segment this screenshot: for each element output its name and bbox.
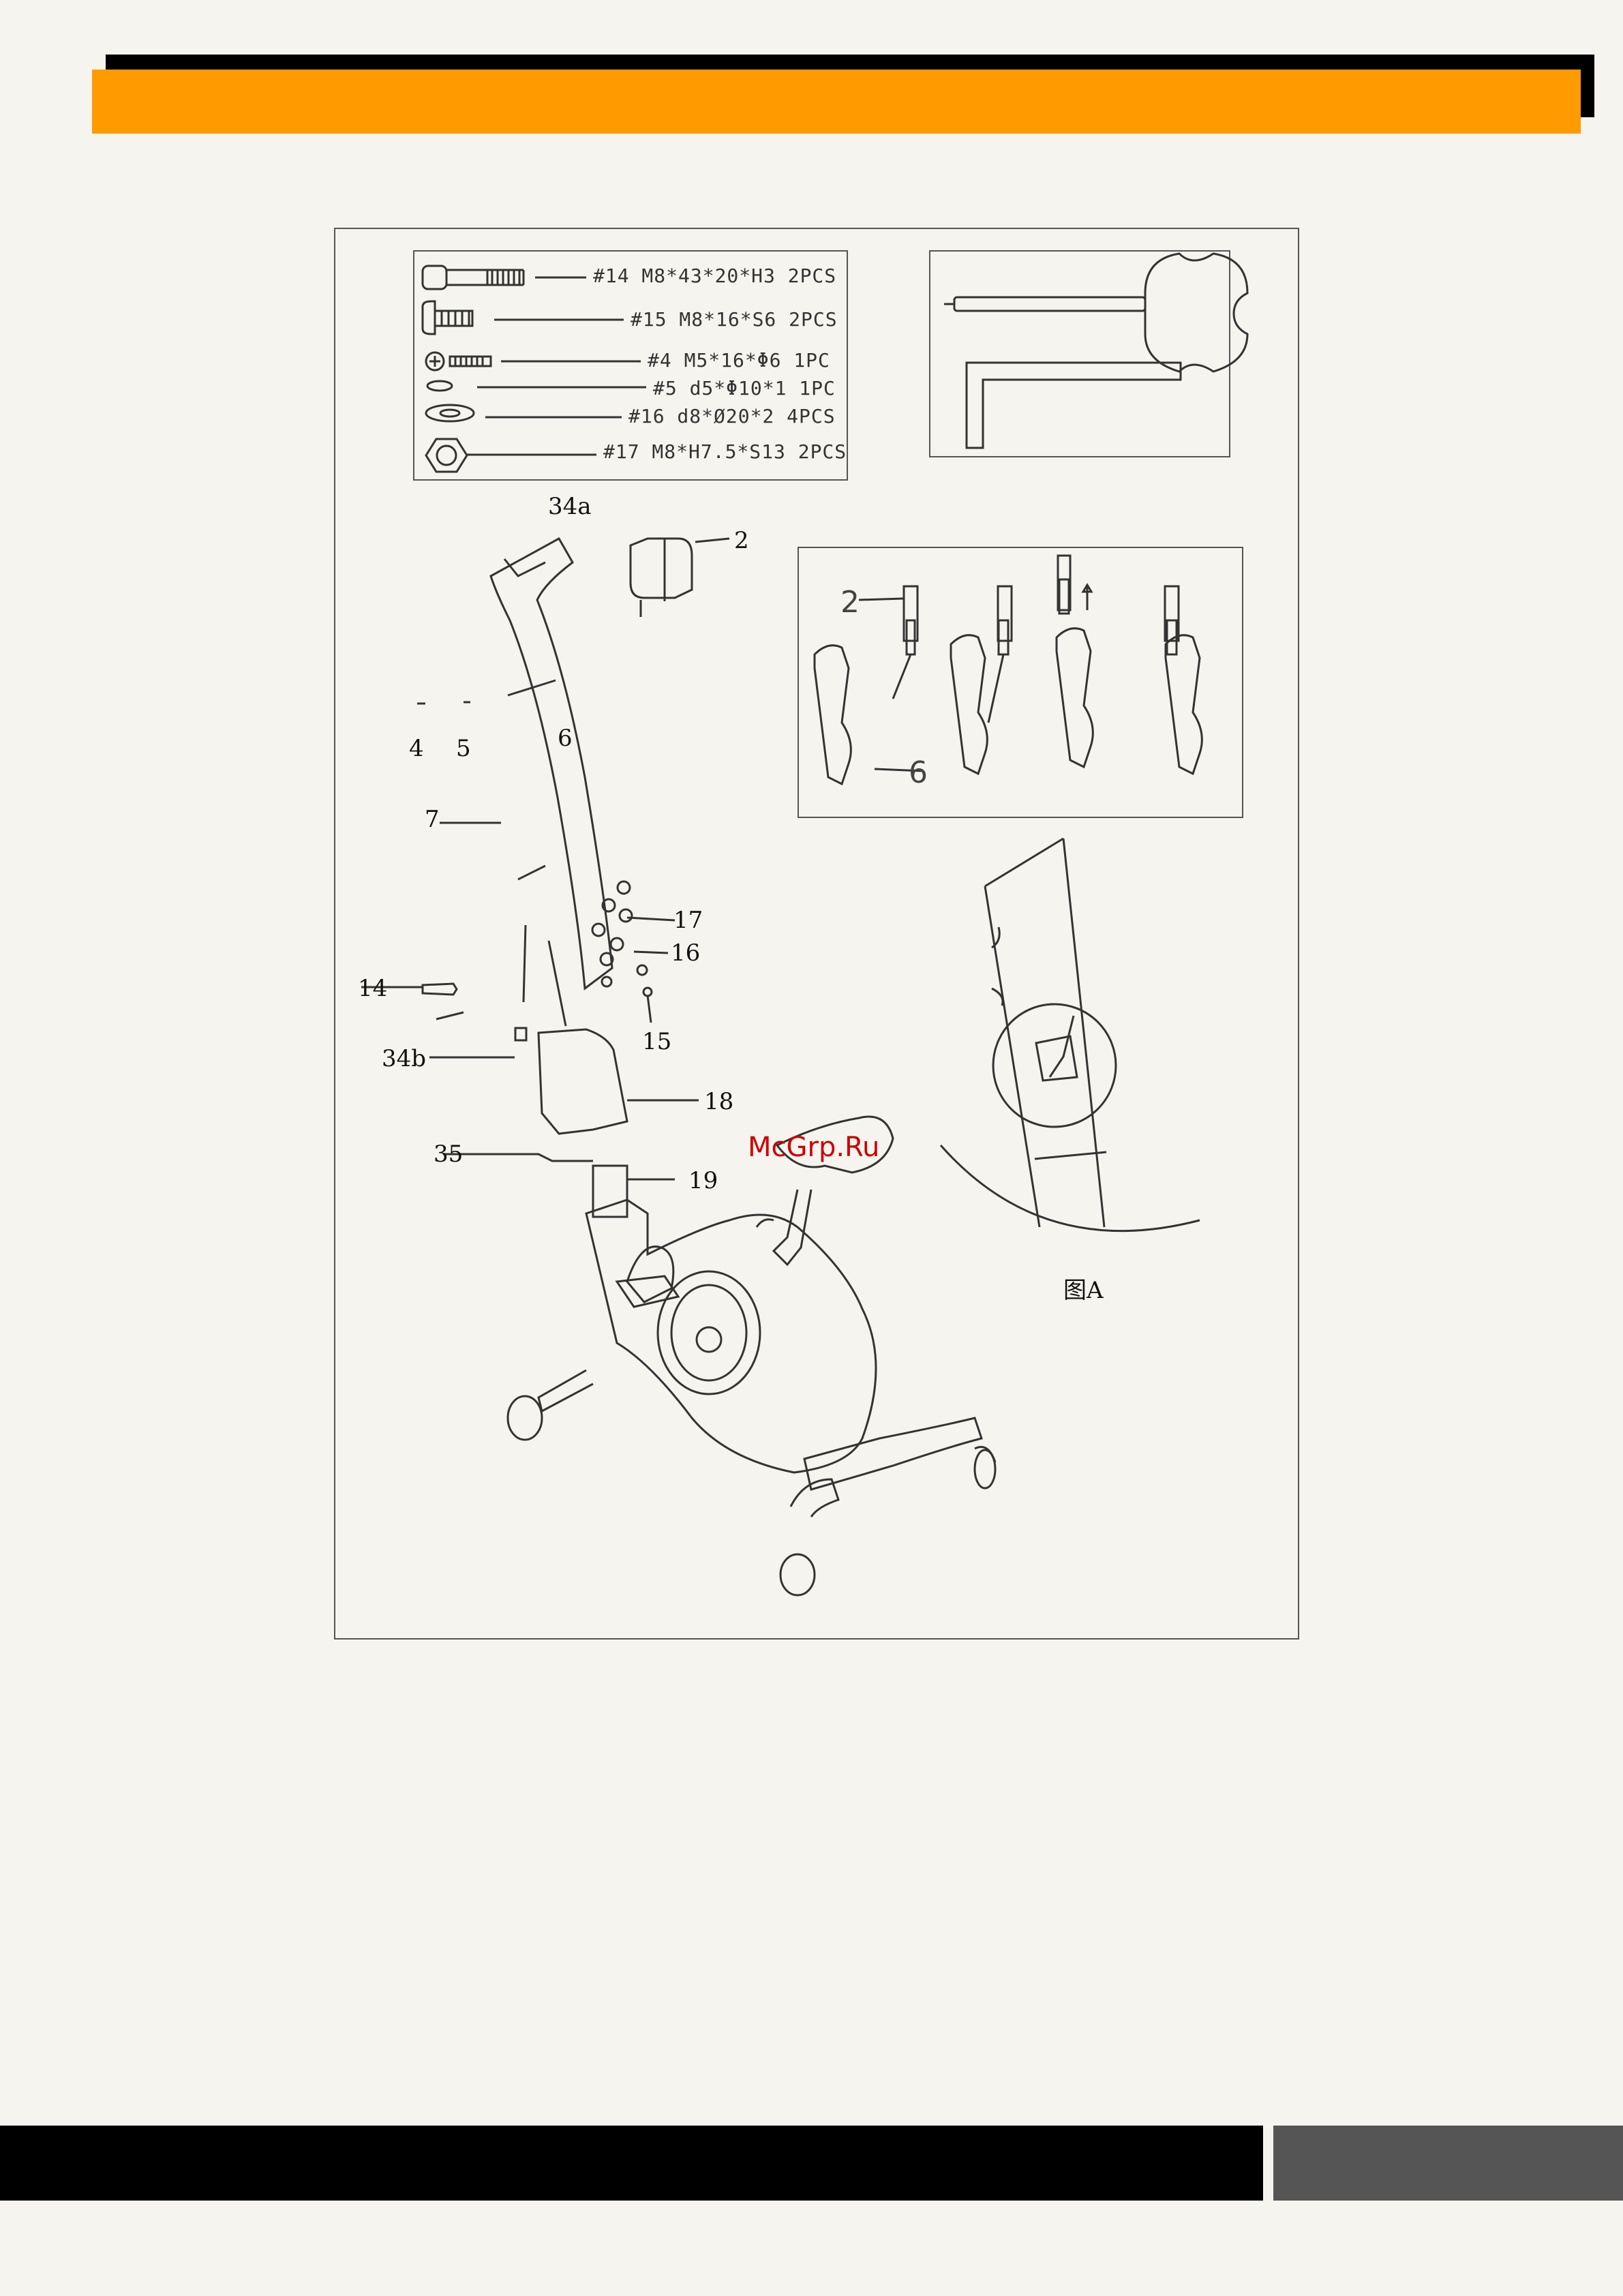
- callout-2: 2: [734, 527, 749, 554]
- callout-17: 17: [673, 907, 703, 934]
- detail-label-6: 6: [909, 755, 928, 790]
- callout-6: 6: [558, 725, 573, 752]
- watermark: McGrp.Ru: [748, 1132, 879, 1163]
- multi-wrench-icon: [944, 254, 1247, 372]
- callout-34a: 34a: [548, 493, 592, 520]
- shroud-18-drawing: [539, 1029, 699, 1134]
- callout-14: 14: [358, 975, 387, 1002]
- bolt-15-icon: [423, 301, 624, 334]
- callout-15: 15: [642, 1028, 671, 1055]
- console-2-drawing: [631, 539, 729, 617]
- washer-16-icon: [426, 405, 622, 421]
- footer-page-tab: [1273, 2126, 1623, 2201]
- callout-16: 16: [671, 939, 700, 967]
- handlebar-post-drawing: [491, 539, 612, 1040]
- washer-5-icon: [427, 381, 646, 391]
- cable-connection-steps: [815, 556, 1202, 784]
- screw-4-icon: [426, 352, 641, 370]
- bike-frame-drawing: [508, 1117, 995, 1595]
- callout-19: 19: [688, 1167, 718, 1194]
- callout-35: 35: [434, 1141, 463, 1168]
- callout-7: 7: [425, 806, 440, 833]
- figure-a-label: 图A: [1063, 1271, 1104, 1305]
- detail-label-2: 2: [840, 585, 860, 620]
- callout-4: 4: [409, 735, 424, 762]
- nut-17-icon: [426, 439, 596, 472]
- figure-a-drawing: [941, 839, 1200, 1231]
- callout-5: 5: [456, 735, 471, 762]
- callout-34b: 34b: [382, 1045, 426, 1072]
- callout-18: 18: [704, 1088, 733, 1115]
- allen-key-icon: [967, 363, 1181, 448]
- bolt-14-icon: [423, 266, 586, 289]
- footer-black-bar: [0, 2126, 1263, 2201]
- hardware-drawing-left: [361, 702, 515, 1057]
